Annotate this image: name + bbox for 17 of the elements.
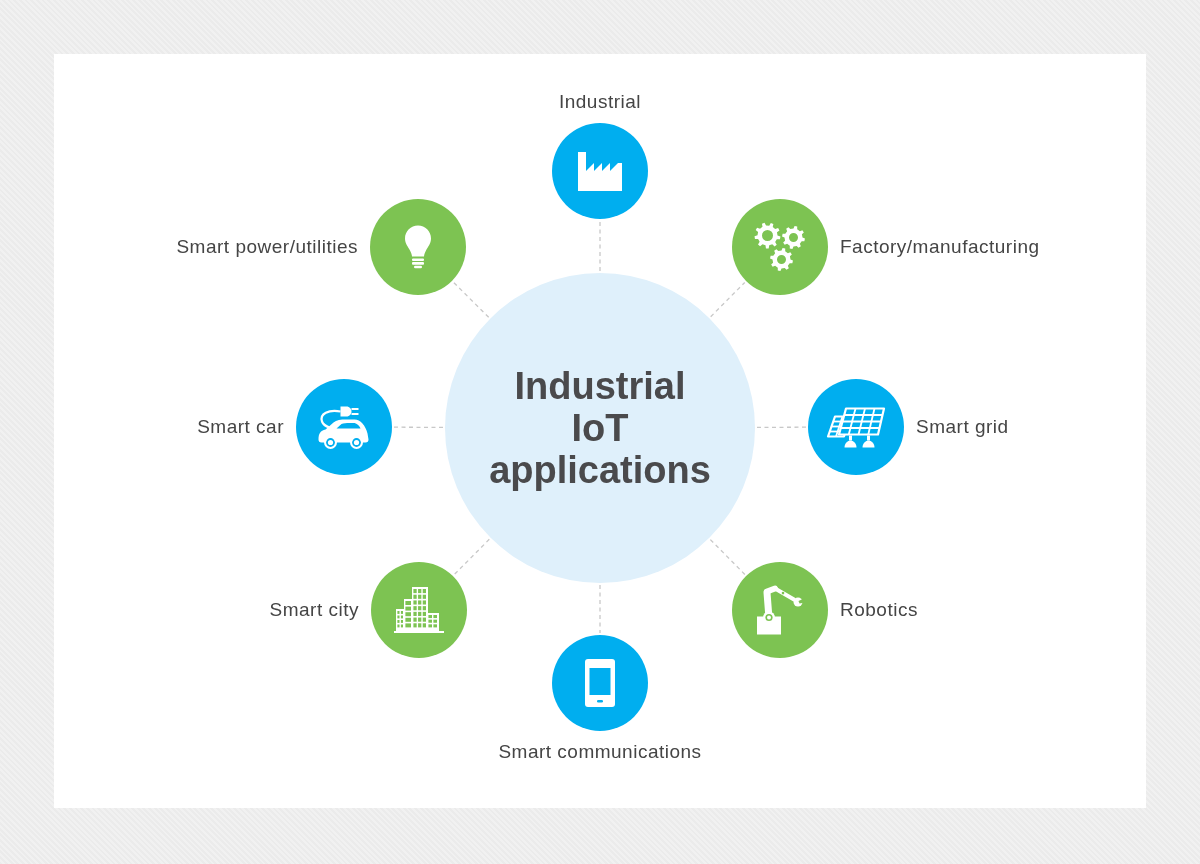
category-label: Smart car xyxy=(197,415,284,439)
category-label: Industrial xyxy=(558,90,642,114)
dashed-connector xyxy=(599,584,601,634)
category-label: Smart communications xyxy=(498,740,702,764)
category-label: Factory/manufacturing xyxy=(840,235,1040,259)
category-label: Smart city xyxy=(269,598,359,622)
dashed-connector xyxy=(599,220,601,272)
dashed-connector xyxy=(710,281,746,318)
category-label: Smart power/utilities xyxy=(176,235,358,259)
category-label: Smart grid xyxy=(916,415,1009,439)
dashed-connector xyxy=(453,538,490,576)
dashed-connector xyxy=(756,426,807,429)
hub-title: Industrial IoT applications xyxy=(488,365,712,491)
category-label: Robotics xyxy=(840,598,918,622)
dashed-connector xyxy=(452,281,490,318)
dashed-connector xyxy=(393,426,444,429)
dashed-connector xyxy=(709,539,746,576)
